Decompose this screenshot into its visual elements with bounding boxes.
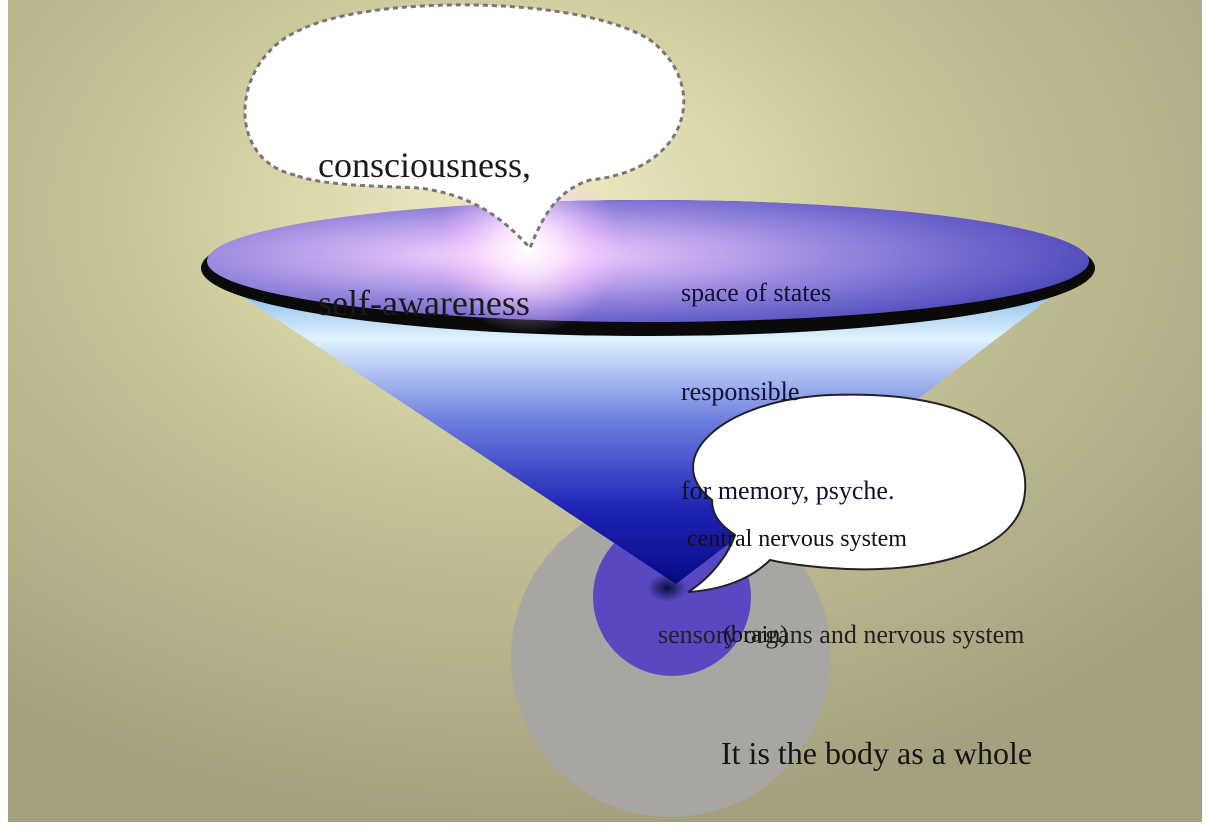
thought-line: self-awareness <box>318 280 531 326</box>
thought-line: consciousness, <box>318 142 531 188</box>
thought-bubble-text: consciousness, self-awareness <box>318 50 531 418</box>
sensory-organs-label: sensory organs and nervous system <box>658 622 1024 648</box>
states-line: responsible <box>681 375 894 408</box>
states-line: space of states <box>681 276 894 309</box>
cns-bubble-text: central nervous system (brain) <box>687 459 907 715</box>
body-label: It is the body as a whole <box>721 737 1032 769</box>
cone-tip-glow <box>647 574 687 602</box>
cns-line: central nervous system <box>687 523 907 555</box>
